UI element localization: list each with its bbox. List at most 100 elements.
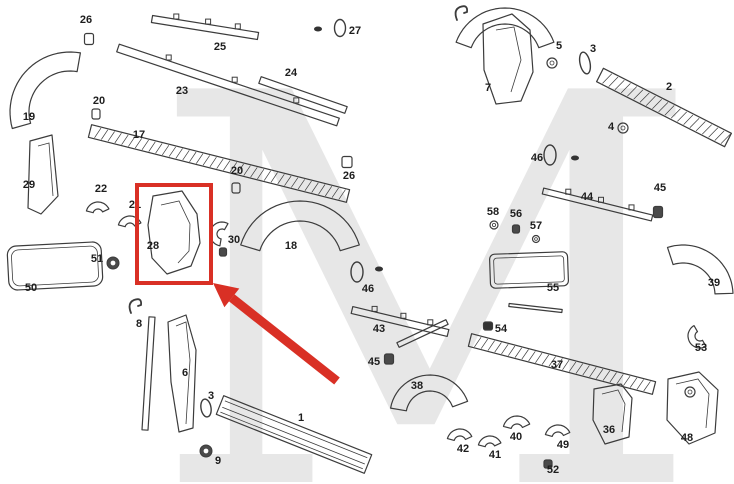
part-24: 24 [258, 67, 348, 114]
part-20: 20 [91, 95, 105, 120]
part-label-44: 44 [581, 191, 594, 203]
part-label-50: 50 [25, 282, 37, 294]
part-53: 53 [687, 325, 707, 354]
part-label-43: 43 [373, 323, 385, 335]
part-38: 38 [390, 374, 469, 412]
part-label-45: 45 [368, 356, 380, 368]
part-51: 51 [91, 253, 120, 270]
part-49: 49 [544, 424, 571, 451]
part-label-3: 3 [590, 43, 596, 55]
part-label-55: 55 [547, 282, 559, 294]
part-label-20: 20 [93, 95, 105, 107]
part-label-51: 51 [91, 253, 103, 265]
part-39: 39 [666, 244, 734, 295]
part-50: 50 [6, 241, 104, 294]
part-label-4: 4 [608, 121, 615, 133]
part-label-5: 5 [556, 40, 562, 52]
part-label-57: 57 [530, 220, 542, 232]
part-label-52: 52 [547, 464, 559, 476]
part-1: 1 [215, 395, 373, 474]
part-label-19: 19 [23, 111, 35, 123]
part-3: 3 [578, 43, 596, 75]
part-29: 29 [23, 134, 59, 215]
part-label-9: 9 [215, 455, 221, 467]
part-7: 7 [482, 13, 534, 105]
part-4: 4 [608, 121, 629, 134]
part-25: 25 [150, 13, 260, 53]
part-44: 44 [541, 187, 654, 222]
part-label-6: 6 [182, 367, 188, 379]
part-17: 17 [87, 124, 351, 203]
part-label-48: 48 [681, 432, 693, 444]
part-41: 41 [477, 435, 502, 461]
part-label-28: 28 [147, 240, 159, 252]
part-label-27: 27 [349, 25, 361, 37]
part-8: 8 [128, 298, 142, 330]
part-40: 40 [502, 415, 531, 443]
part-46: 46 [531, 144, 579, 166]
part-20: 20 [231, 165, 243, 194]
part-23: 23 [116, 43, 340, 127]
part-label-58: 58 [487, 206, 499, 218]
part-9: 9 [199, 444, 221, 467]
part-57: 57 [530, 220, 542, 244]
part-label-29: 29 [23, 179, 35, 191]
part-58: 58 [487, 206, 499, 230]
part-label-22: 22 [95, 183, 107, 195]
part-label-37: 37 [551, 359, 563, 371]
part-56: 56 [510, 208, 522, 234]
part-45: 45 [652, 182, 666, 219]
part-45: 45 [368, 353, 395, 368]
part-label-26: 26 [343, 170, 355, 182]
part-label-2: 2 [666, 81, 672, 93]
part-label-24: 24 [285, 67, 298, 79]
part-label-40: 40 [510, 431, 522, 443]
part-label-25: 25 [214, 41, 226, 53]
part-2: 2 [595, 67, 733, 148]
part-52: 52 [543, 459, 559, 476]
part-30: 30 [209, 221, 240, 257]
part-19: 19 [9, 51, 81, 130]
part-42: 42 [446, 428, 473, 455]
part-55: 55 [489, 251, 569, 314]
part-36: 36 [592, 383, 633, 445]
part-label-49: 49 [557, 439, 569, 451]
part-label-8: 8 [136, 318, 142, 330]
part-22: 22 [85, 183, 110, 214]
part-43: 43 [350, 305, 450, 348]
part-label-38: 38 [411, 380, 423, 392]
part-label-42: 42 [457, 443, 469, 455]
part-label-23: 23 [176, 85, 188, 97]
part-label-26: 26 [80, 14, 92, 26]
part-label-53: 53 [695, 342, 707, 354]
part-label-36: 36 [603, 424, 615, 436]
part-unlabeled [454, 5, 469, 21]
part-3: 3 [200, 390, 214, 418]
part-5: 5 [455, 7, 562, 69]
part-label-46: 46 [362, 283, 374, 295]
part-label-41: 41 [489, 449, 501, 461]
part-label-7: 7 [485, 82, 491, 94]
part-6: 6 [141, 314, 197, 433]
part-26: 26 [80, 14, 95, 46]
part-54: 54 [482, 321, 508, 335]
highlight-arrow [213, 283, 340, 385]
part-label-45: 45 [654, 182, 666, 194]
highlight-box [135, 183, 213, 285]
part-label-46: 46 [531, 152, 543, 164]
part-37: 37 [467, 333, 657, 395]
part-label-54: 54 [495, 323, 508, 335]
part-28: 28 [147, 190, 201, 275]
part-label-56: 56 [510, 208, 522, 220]
part-label-18: 18 [285, 240, 297, 252]
part-label-1: 1 [298, 412, 304, 424]
part-26: 26 [341, 155, 355, 182]
part-label-20: 20 [231, 165, 243, 177]
part-label-17: 17 [133, 129, 145, 141]
part-46: 46 [350, 261, 383, 295]
part-48: 48 [666, 371, 719, 445]
part-label-30: 30 [228, 234, 240, 246]
part-label-3: 3 [208, 390, 214, 402]
